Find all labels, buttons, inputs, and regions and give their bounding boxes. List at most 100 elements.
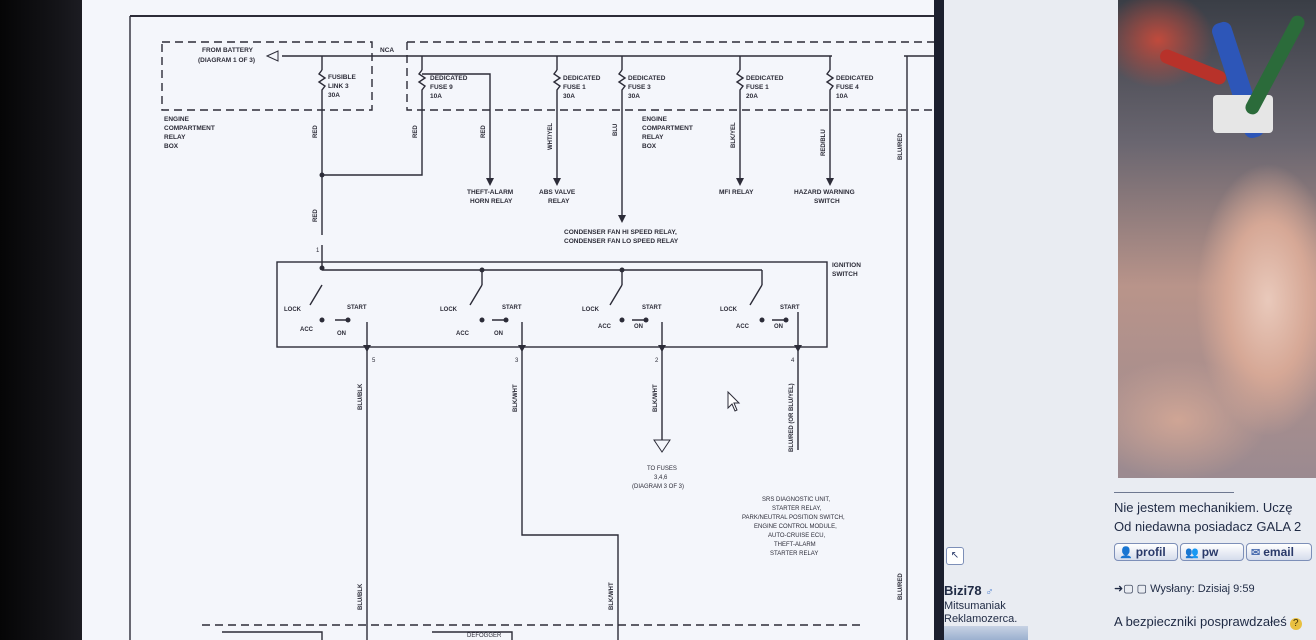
fuse-9-l1: DEDICATED bbox=[430, 75, 468, 82]
post-text-line1: Nie jestem mechanikiem. Uczę bbox=[1114, 500, 1293, 515]
avatar[interactable] bbox=[944, 626, 1028, 640]
profil-label: profil bbox=[1135, 545, 1166, 559]
sw4-lock: LOCK bbox=[720, 307, 738, 313]
fuse-3-l1: DEDICATED bbox=[628, 75, 666, 82]
username[interactable]: Bizi78 ♂ bbox=[944, 583, 993, 598]
sw4-on: ON bbox=[774, 324, 783, 330]
defogger-label: DEFOGGER bbox=[467, 633, 502, 639]
srs-l7: STARTER RELAY bbox=[770, 551, 818, 557]
fuse-9-l2: FUSE 9 bbox=[430, 84, 453, 91]
wire-sw1-lower: BLU/BLK bbox=[358, 583, 364, 610]
wire-blu-red: BLU/RED bbox=[898, 133, 904, 160]
fusible-link-l3: 30A bbox=[328, 92, 340, 99]
window-divider bbox=[934, 0, 944, 640]
wire-sw3: BLK/WHT bbox=[653, 384, 659, 412]
wire-blk-yel: BLK/YEL bbox=[731, 122, 737, 148]
srs-l4: ENGINE CONTROL MODULE, bbox=[754, 524, 837, 530]
wire-sw4: BLU/RED (OR BLU/YEL) bbox=[789, 383, 795, 452]
user-rank2: Reklamozerca. bbox=[944, 613, 1018, 625]
srs-l1: SRS DIAGNOSTIC UNIT, bbox=[762, 497, 830, 503]
wire-red-3: RED bbox=[413, 125, 419, 138]
wire-sw1: BLU/BLK bbox=[358, 383, 364, 410]
srs-l5: AUTO-CRUISE ECU, bbox=[768, 533, 826, 539]
post-link-icon[interactable]: ➜▢ ▢ bbox=[1114, 583, 1148, 595]
reply-text-content: A bezpieczniki posprawdzałeś bbox=[1114, 614, 1287, 629]
wiring-diagram: FROM BATTERY (DIAGRAM 1 OF 3) NCA ENGINE… bbox=[129, 15, 934, 640]
sw1-start: START bbox=[347, 305, 367, 311]
from-battery-label: FROM BATTERY bbox=[202, 47, 254, 54]
pw-button[interactable]: 👥 pw bbox=[1180, 543, 1244, 561]
pin-3: 3 bbox=[515, 358, 519, 364]
pin-2: 2 bbox=[655, 358, 659, 364]
wire-blu: BLU bbox=[613, 124, 619, 136]
fuse-1a-l2: FUSE 1 bbox=[563, 84, 586, 91]
srs-l3: PARK/NEUTRAL POSITION SWITCH, bbox=[742, 515, 845, 521]
fuse-4-l2: FUSE 4 bbox=[836, 84, 859, 91]
sw4-start: START bbox=[780, 305, 800, 311]
posted-time: Wysłany: Dzisiaj 9:59 bbox=[1150, 583, 1255, 595]
email-button[interactable]: ✉ email bbox=[1246, 543, 1312, 561]
fuse-1a-l3: 30A bbox=[563, 93, 575, 100]
box-mid-line3: RELAY bbox=[642, 134, 664, 141]
diagram-ref-label: (DIAGRAM 1 OF 3) bbox=[198, 57, 255, 64]
pin-5: 5 bbox=[372, 358, 376, 364]
sw3-on: ON bbox=[634, 324, 643, 330]
ignition-l2: SWITCH bbox=[832, 271, 858, 278]
wire-red-4: RED bbox=[481, 125, 487, 138]
to-fuses-l3: (DIAGRAM 3 OF 3) bbox=[632, 484, 684, 490]
sw3-acc: ACC bbox=[598, 324, 612, 330]
box-left-line3: RELAY bbox=[164, 134, 186, 141]
wire-blu-red-lower: BLU/RED bbox=[898, 573, 904, 600]
hazard-l2: SWITCH bbox=[814, 198, 840, 205]
back-to-top-icon[interactable]: ↖ bbox=[946, 547, 964, 565]
male-gender-icon: ♂ bbox=[985, 586, 994, 598]
wire-red-blu: RED/BLU bbox=[821, 129, 827, 156]
theft-alarm-l2: HORN RELAY bbox=[470, 198, 513, 205]
profil-button[interactable]: 👤 profil bbox=[1114, 543, 1178, 561]
wiring-diagram-view[interactable]: FROM BATTERY (DIAGRAM 1 OF 3) NCA ENGINE… bbox=[82, 0, 934, 640]
srs-l2: STARTER RELAY, bbox=[772, 506, 822, 512]
fusible-link-l1: FUSIBLE bbox=[328, 74, 356, 81]
profile-icon: 👤 bbox=[1119, 546, 1133, 559]
wire-sw2-lower: BLK/WHT bbox=[609, 582, 615, 610]
mouse-cursor-icon bbox=[727, 390, 741, 412]
box-left-line4: BOX bbox=[164, 143, 179, 150]
question-icon: ? bbox=[1289, 618, 1302, 630]
pin-1: 1 bbox=[316, 248, 320, 254]
pin-4: 4 bbox=[791, 358, 795, 364]
to-fuses-l1: TO FUSES bbox=[647, 466, 677, 472]
fuse-1b-l1: DEDICATED bbox=[746, 75, 784, 82]
fuse-9-l3: 10A bbox=[430, 93, 442, 100]
condenser-l1: CONDENSER FAN HI SPEED RELAY, bbox=[564, 229, 677, 236]
mfi-relay-label: MFI RELAY bbox=[719, 189, 754, 196]
fuse-3-l2: FUSE 3 bbox=[628, 84, 651, 91]
fuse-4-l1: DEDICATED bbox=[836, 75, 874, 82]
srs-l6: THEFT-ALARM bbox=[774, 542, 816, 548]
username-text: Bizi78 bbox=[944, 583, 982, 598]
box-mid-line4: BOX bbox=[642, 143, 657, 150]
fuse-3-l3: 30A bbox=[628, 93, 640, 100]
pw-label: pw bbox=[1201, 545, 1219, 559]
sw3-lock: LOCK bbox=[582, 307, 600, 313]
wire-sw2: BLK/WHT bbox=[513, 384, 519, 412]
photo-connector bbox=[1213, 95, 1273, 133]
hazard-l1: HAZARD WARNING bbox=[794, 189, 855, 196]
reply-text: A bezpieczniki posprawdzałeś? bbox=[1114, 614, 1302, 630]
nca-label: NCA bbox=[380, 47, 394, 54]
sw1-lock: LOCK bbox=[284, 307, 302, 313]
user-rank: Mitsumaniak bbox=[944, 600, 1006, 612]
photo-wire-red bbox=[1157, 47, 1229, 87]
box-left-line2: COMPARTMENT bbox=[164, 125, 215, 132]
post-text-line2: Od niedawna posiadacz GALA 2 bbox=[1114, 519, 1302, 534]
sw2-on: ON bbox=[494, 331, 503, 337]
sw2-lock: LOCK bbox=[440, 307, 458, 313]
box-left-line1: ENGINE bbox=[164, 116, 190, 123]
monitor-bezel bbox=[0, 0, 82, 640]
to-fuses-l2: 3,4,6 bbox=[654, 475, 668, 481]
fuse-1b-l3: 20A bbox=[746, 93, 758, 100]
wire-red-1: RED bbox=[313, 125, 319, 138]
signature-separator bbox=[1114, 492, 1234, 493]
forum-pane: Nie jestem mechanikiem. Uczę Od niedawna… bbox=[944, 0, 1316, 640]
users-icon: 👥 bbox=[1185, 546, 1199, 559]
post-attachment-photo[interactable] bbox=[1118, 0, 1316, 478]
